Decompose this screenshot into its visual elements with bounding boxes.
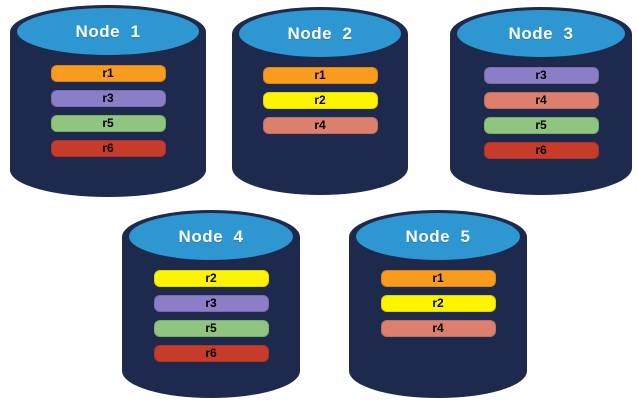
- replica-list: r1 r2 r4: [349, 270, 527, 337]
- replica-list: r1 r3 r5 r6: [10, 65, 206, 157]
- replica-label: r4: [432, 321, 444, 335]
- replica-label: r6: [205, 346, 217, 360]
- database-node-5: Node 5 r1 r2 r4: [349, 210, 527, 398]
- replica-label: r5: [205, 321, 217, 335]
- replica-bar-r1: r1: [50, 65, 166, 82]
- replica-bar-r2: r2: [380, 295, 496, 312]
- replica-bar-r3: r3: [483, 67, 599, 84]
- replica-label: r3: [535, 68, 547, 82]
- cylinder-top-face: Node 2: [239, 10, 401, 57]
- replica-label: r1: [314, 68, 326, 82]
- replica-label: r5: [535, 118, 547, 132]
- database-node-3: Node 3 r3 r4 r5 r6: [450, 7, 632, 195]
- replica-label: r3: [205, 296, 217, 310]
- node-title: Node 5: [405, 226, 471, 246]
- replica-bar-r4: r4: [483, 92, 599, 109]
- replica-list: r2 r3 r5 r6: [122, 270, 300, 362]
- replica-bar-r6: r6: [50, 140, 166, 157]
- replica-label: r2: [314, 93, 326, 107]
- replica-bar-r2: r2: [153, 270, 269, 287]
- replica-label: r5: [102, 116, 114, 130]
- cylinder-bottom: [232, 141, 408, 195]
- replica-label: r3: [102, 91, 114, 105]
- cylinder-top-face: Node 4: [129, 213, 293, 260]
- replica-bar-r3: r3: [50, 90, 166, 107]
- replica-label: r6: [102, 141, 114, 155]
- replica-label: r1: [102, 66, 114, 80]
- replica-label: r6: [535, 143, 547, 157]
- replica-bar-r6: r6: [483, 142, 599, 159]
- replica-bar-r1: r1: [262, 67, 378, 84]
- replica-label: r2: [432, 296, 444, 310]
- replica-bar-r4: r4: [380, 320, 496, 337]
- cylinder-bottom: [349, 344, 527, 398]
- replica-bar-r1: r1: [380, 270, 496, 287]
- database-node-1: Node 1 r1 r3 r5 r6: [10, 5, 206, 197]
- replica-bar-r5: r5: [50, 115, 166, 132]
- cylinder-top-face: Node 3: [457, 10, 625, 57]
- cylinder-top-face: Node 5: [356, 213, 520, 260]
- node-title: Node 2: [287, 23, 353, 43]
- replica-bar-r5: r5: [483, 117, 599, 134]
- replica-bar-r6: r6: [153, 345, 269, 362]
- node-title: Node 3: [508, 23, 574, 43]
- replica-label: r4: [535, 93, 547, 107]
- replica-bar-r3: r3: [153, 295, 269, 312]
- replica-label: r1: [432, 271, 444, 285]
- cylinder-top-face: Node 1: [17, 8, 199, 55]
- replica-label: r4: [314, 118, 326, 132]
- replica-bar-r2: r2: [262, 92, 378, 109]
- database-node-4: Node 4 r2 r3 r5 r6: [122, 210, 300, 398]
- replica-label: r2: [205, 271, 217, 285]
- replica-list: r1 r2 r4: [232, 67, 408, 134]
- node-title: Node 1: [75, 21, 141, 41]
- node-title: Node 4: [178, 226, 244, 246]
- replica-list: r3 r4 r5 r6: [450, 67, 632, 159]
- database-node-2: Node 2 r1 r2 r4: [232, 7, 408, 195]
- replica-bar-r5: r5: [153, 320, 269, 337]
- replica-bar-r4: r4: [262, 117, 378, 134]
